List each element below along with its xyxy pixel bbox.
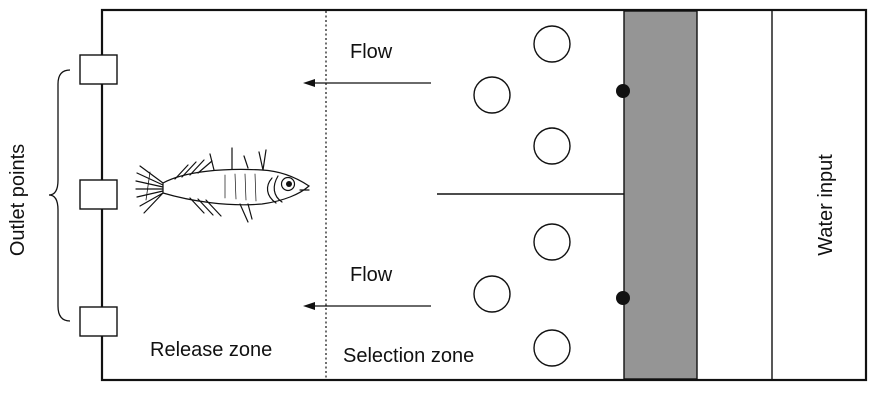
filled-dot-icon xyxy=(616,84,630,98)
open-circle-icon xyxy=(533,329,571,367)
filled-dot-icon xyxy=(616,291,630,305)
water-input-label: Water input xyxy=(815,154,837,256)
outlet-brace xyxy=(48,69,71,322)
square-outlet-icon xyxy=(79,54,118,85)
open-circle-icon xyxy=(533,25,571,63)
selection-zone-label: Selection zone xyxy=(343,345,474,367)
flow-label-top: Flow xyxy=(350,41,393,63)
open-circle-icon xyxy=(533,127,571,165)
stickleback-fish-icon xyxy=(135,147,310,223)
square-outlet-icon xyxy=(79,179,118,210)
flow-arrow-icon xyxy=(303,302,431,310)
open-circle-icon xyxy=(473,76,511,114)
open-circle-icon xyxy=(533,223,571,261)
flow-arrow-icon xyxy=(303,79,431,87)
release-zone-label: Release zone xyxy=(150,339,272,361)
grey-barrier xyxy=(623,10,698,380)
outlet-points-label: Outlet points xyxy=(7,144,29,256)
flow-label-bottom: Flow xyxy=(350,264,393,286)
open-circle-icon xyxy=(473,275,511,313)
square-outlet-icon xyxy=(79,306,118,337)
